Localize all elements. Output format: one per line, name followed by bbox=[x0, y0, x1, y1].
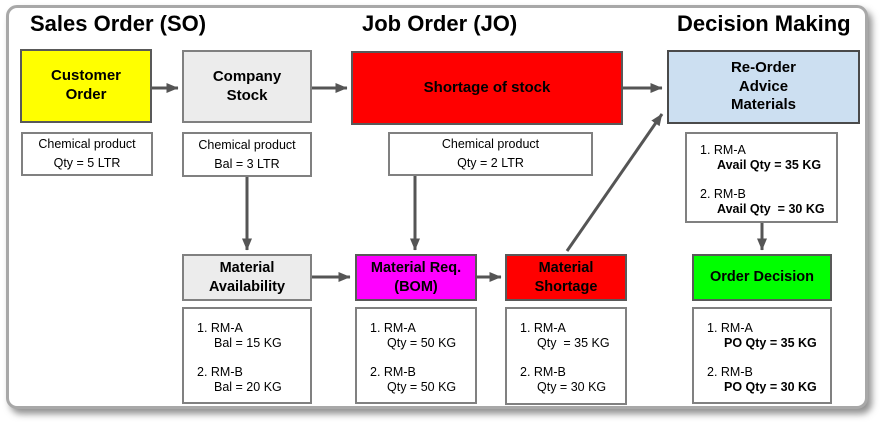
list-item: 2. RM-B Qty = 30 KG bbox=[520, 365, 621, 396]
node-reorder-advice-materials: Re-Order Advice Materials bbox=[667, 50, 860, 124]
material-name: 2. RM-B bbox=[707, 364, 753, 379]
node-customer-order: Customer Order bbox=[20, 49, 152, 123]
material-name: 1. RM-A bbox=[520, 321, 566, 335]
detail-line: Chemical product bbox=[198, 137, 296, 152]
material-qty: Avail Qty = 35 KG bbox=[717, 158, 822, 173]
list-item: 1. RM-A Avail Qty = 35 KG bbox=[700, 143, 832, 174]
material-qty: Qty = 50 KG bbox=[387, 379, 457, 394]
material-qty: Avail Qty = 30 KG bbox=[717, 201, 825, 216]
material-name: 2. RM-B bbox=[700, 186, 746, 201]
section-title-job-order: Job Order (JO) bbox=[362, 11, 518, 36]
node-order-decision: Order Decision bbox=[692, 254, 832, 301]
detail-line: Qty = 5 LTR bbox=[53, 156, 121, 170]
detail-material-req-bom: 1. RM-A Qty = 50 KG 2. RM-B Qty = 50 KG bbox=[355, 307, 477, 404]
node-material-req-bom: Material Req. (BOM) bbox=[355, 254, 477, 301]
list-item: 2. RM-B Qty = 50 KG bbox=[370, 365, 471, 396]
material-qty: Bal = 15 KG bbox=[214, 336, 282, 351]
material-qty: Qty = 35 KG bbox=[537, 336, 610, 351]
material-qty: PO Qty = 35 KG bbox=[724, 336, 817, 351]
detail-customer-order: Chemical product Qty = 5 LTR bbox=[21, 132, 153, 176]
material-name: 1. RM-A bbox=[370, 321, 416, 335]
material-qty: PO Qty = 30 KG bbox=[724, 379, 817, 394]
list-item: 2. RM-B Avail Qty = 30 KG bbox=[700, 187, 832, 218]
detail-material-availability: 1. RM-A Bal = 15 KG 2. RM-B Bal = 20 KG bbox=[182, 307, 312, 404]
material-name: 1. RM-A bbox=[197, 321, 243, 335]
node-material-availability: Material Availability bbox=[182, 254, 312, 301]
section-title-sales-order: Sales Order (SO) bbox=[30, 11, 207, 36]
list-item: 1. RM-A Bal = 15 KG bbox=[197, 321, 306, 352]
material-qty: Qty = 30 KG bbox=[537, 379, 607, 394]
detail-line: Chemical product bbox=[38, 137, 136, 152]
detail-line: Bal = 3 LTR bbox=[214, 156, 280, 171]
material-name: 2. RM-B bbox=[520, 364, 566, 379]
list-item: 1. RM-A PO Qty = 35 KG bbox=[707, 321, 826, 352]
material-name: 2. RM-B bbox=[197, 364, 243, 379]
material-name: 1. RM-A bbox=[700, 143, 746, 157]
list-item: 2. RM-B PO Qty = 30 KG bbox=[707, 365, 826, 396]
detail-job-order: Chemical product Qty = 2 LTR bbox=[388, 132, 593, 176]
section-title-decision-making: Decision Making bbox=[677, 11, 851, 36]
node-company-stock: Company Stock bbox=[182, 50, 312, 123]
node-shortage-of-stock: Shortage of stock bbox=[351, 51, 623, 125]
detail-line: Chemical product bbox=[441, 137, 540, 152]
detail-material-shortage: 1. RM-A Qty = 35 KG 2. RM-B Qty = 30 KG bbox=[505, 307, 627, 405]
list-item: 1. RM-A Qty = 50 KG bbox=[370, 321, 471, 352]
material-qty: Bal = 20 KG bbox=[214, 379, 282, 394]
list-item: 1. RM-A Qty = 35 KG bbox=[520, 321, 621, 352]
material-name: 2. RM-B bbox=[370, 364, 416, 379]
detail-reorder-advice: 1. RM-A Avail Qty = 35 KG 2. RM-B Avail … bbox=[685, 132, 838, 223]
detail-order-decision: 1. RM-A PO Qty = 35 KG 2. RM-B PO Qty = … bbox=[692, 307, 832, 404]
material-name: 1. RM-A bbox=[707, 321, 753, 335]
material-qty: Qty = 50 KG bbox=[387, 336, 457, 351]
detail-line: Qty = 2 LTR bbox=[457, 156, 524, 170]
detail-company-stock: Chemical product Bal = 3 LTR bbox=[182, 132, 312, 177]
node-material-shortage: Material Shortage bbox=[505, 254, 627, 301]
list-item: 2. RM-B Bal = 20 KG bbox=[197, 365, 306, 396]
